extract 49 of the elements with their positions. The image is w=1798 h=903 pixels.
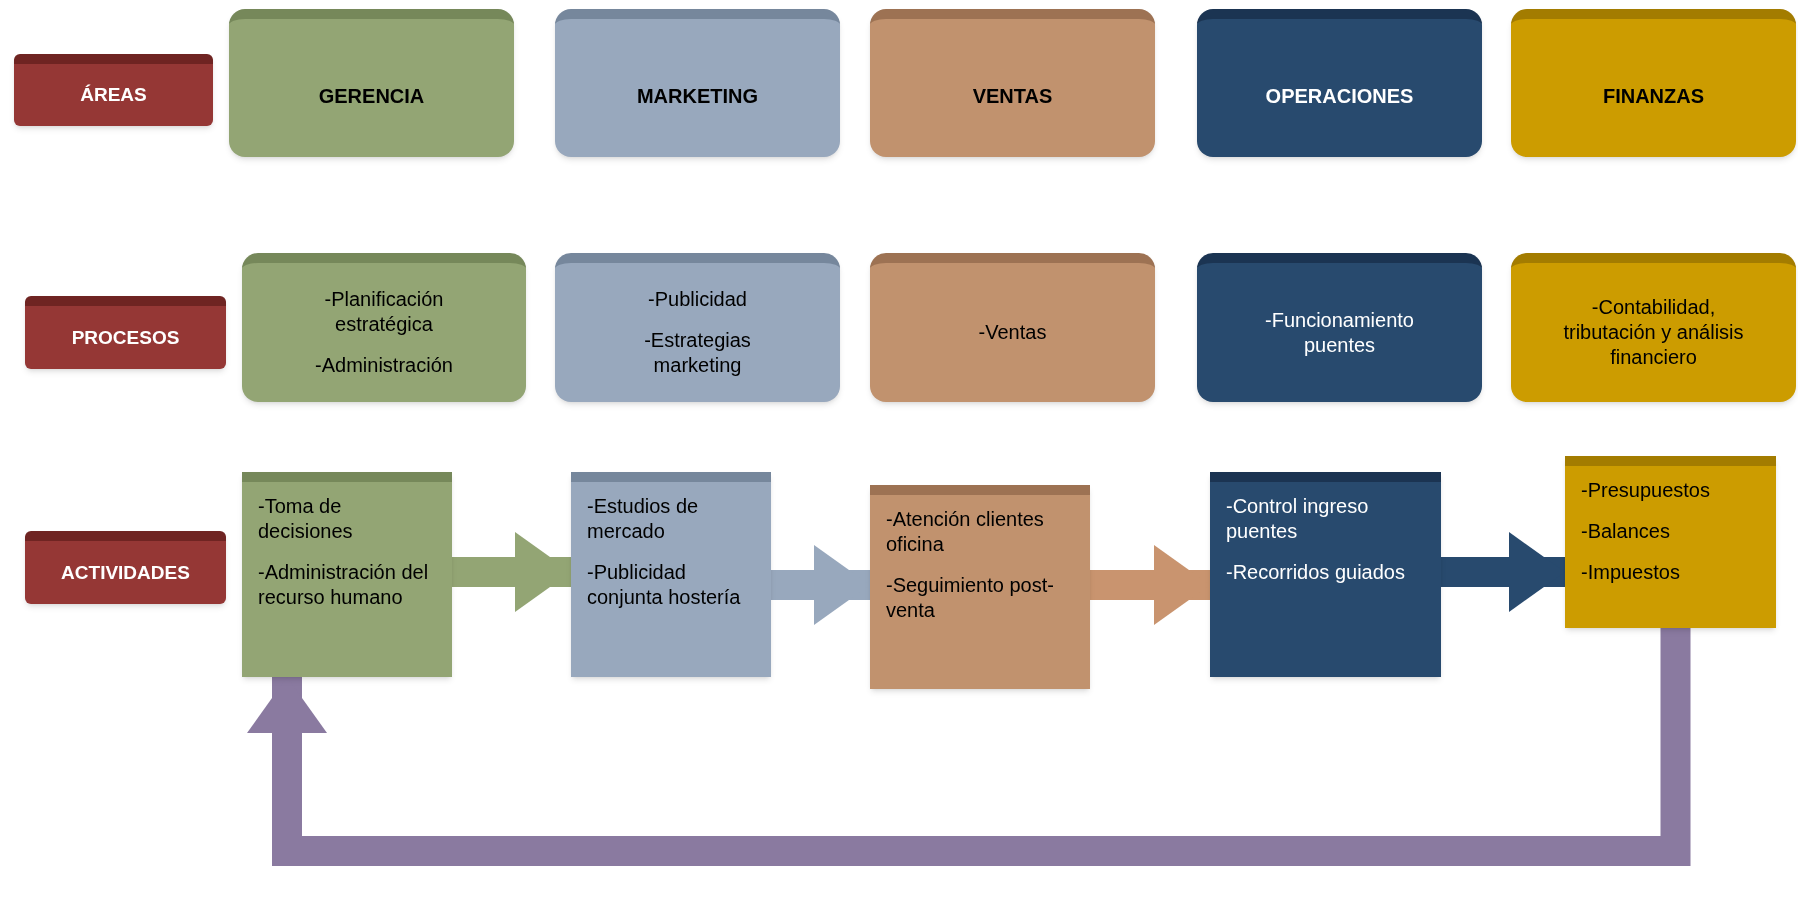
block-arrow	[247, 628, 1691, 866]
box-text: -Estrategias marketing	[643, 328, 752, 378]
process-box	[870, 253, 1155, 402]
box-text: -Atención clientes oficina	[886, 507, 1045, 557]
row-label-box	[14, 54, 213, 126]
area-box	[1197, 9, 1482, 157]
activity-box	[571, 472, 771, 677]
box-text: -Publicidad conjunta hostería	[587, 560, 742, 610]
row-label-box	[25, 296, 226, 369]
block-arrow	[452, 532, 571, 612]
box-text: -Estudios de mercado	[587, 494, 700, 544]
box-text: -Impuestos	[1581, 560, 1680, 585]
box-text: -Contabilidad, tributación y análisis financiero	[1562, 295, 1745, 370]
area-box	[870, 9, 1155, 157]
box-text: -Publicidad	[648, 287, 747, 312]
box-text: MARKETING	[636, 83, 759, 109]
activity-box	[870, 485, 1090, 689]
box-text: -Seguimiento post-venta	[886, 573, 1055, 623]
box-text: FINANZAS	[1602, 83, 1705, 109]
box-text: -Administración	[315, 353, 453, 378]
box-text: -Ventas	[978, 320, 1047, 345]
box-text: -Toma de decisiones	[258, 494, 354, 544]
box-text: ÁREAS	[80, 83, 147, 107]
process-box	[242, 253, 526, 402]
block-arrow	[1441, 532, 1565, 612]
box-text: -Presupuestos	[1581, 478, 1710, 503]
box-text: PROCESOS	[71, 325, 180, 350]
box-text: VENTAS	[972, 83, 1053, 109]
activity-box	[1565, 456, 1776, 628]
box-text: ACTIVIDADES	[61, 560, 190, 585]
process-box	[1511, 253, 1796, 402]
activity-box	[1210, 472, 1441, 677]
box-text: -Funcionamiento puentes	[1264, 307, 1415, 358]
box-text: OPERACIONES	[1265, 83, 1414, 109]
area-box	[1511, 9, 1796, 157]
area-box	[555, 9, 840, 157]
block-arrow	[1090, 545, 1210, 625]
row-label-box	[25, 531, 226, 604]
box-text: -Recorridos guiados	[1226, 560, 1405, 585]
process-box	[1197, 253, 1482, 402]
process-box	[555, 253, 840, 402]
area-box	[229, 9, 514, 157]
box-text: GERENCIA	[318, 83, 425, 109]
box-text: -Administración del recurso humano	[258, 560, 430, 610]
block-arrow	[771, 545, 870, 625]
box-text: -Balances	[1581, 519, 1670, 544]
box-text: -Planificación estratégica	[323, 287, 445, 337]
activity-box	[242, 472, 452, 677]
box-text: -Control ingreso puentes	[1226, 494, 1370, 544]
